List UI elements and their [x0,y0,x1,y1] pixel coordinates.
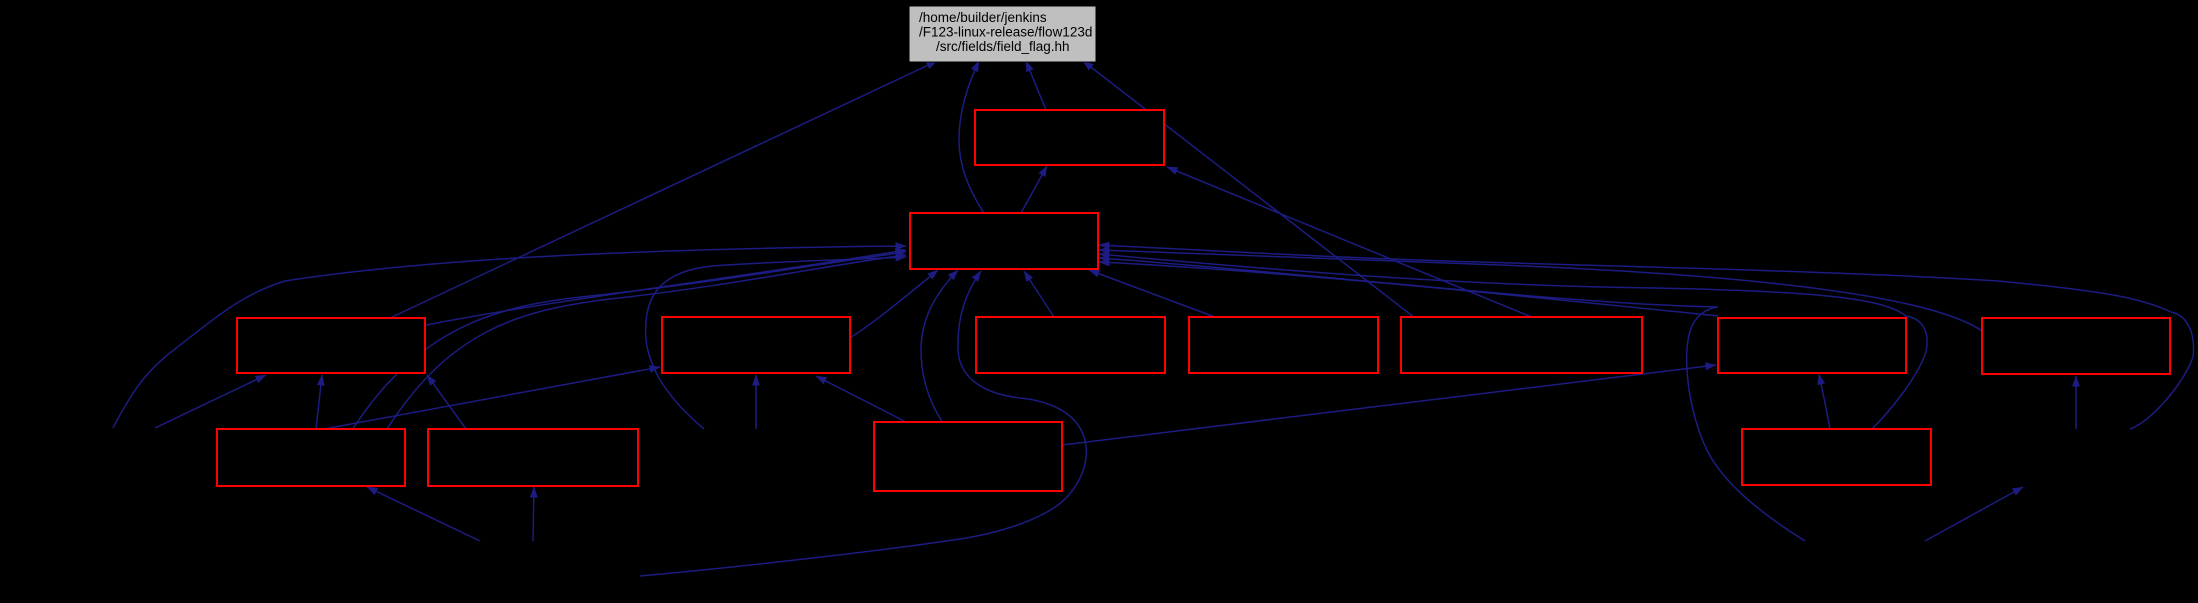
svg-text:/F123-linux-release/flow123d: /F123-linux-release/flow123d [919,25,1092,40]
svg-text:/src/fields/field_flag.hh: /src/fields/field_flag.hh [936,39,1070,54]
svg-text:/home/builder/jenkins: /home/builder/jenkins [919,10,1047,25]
